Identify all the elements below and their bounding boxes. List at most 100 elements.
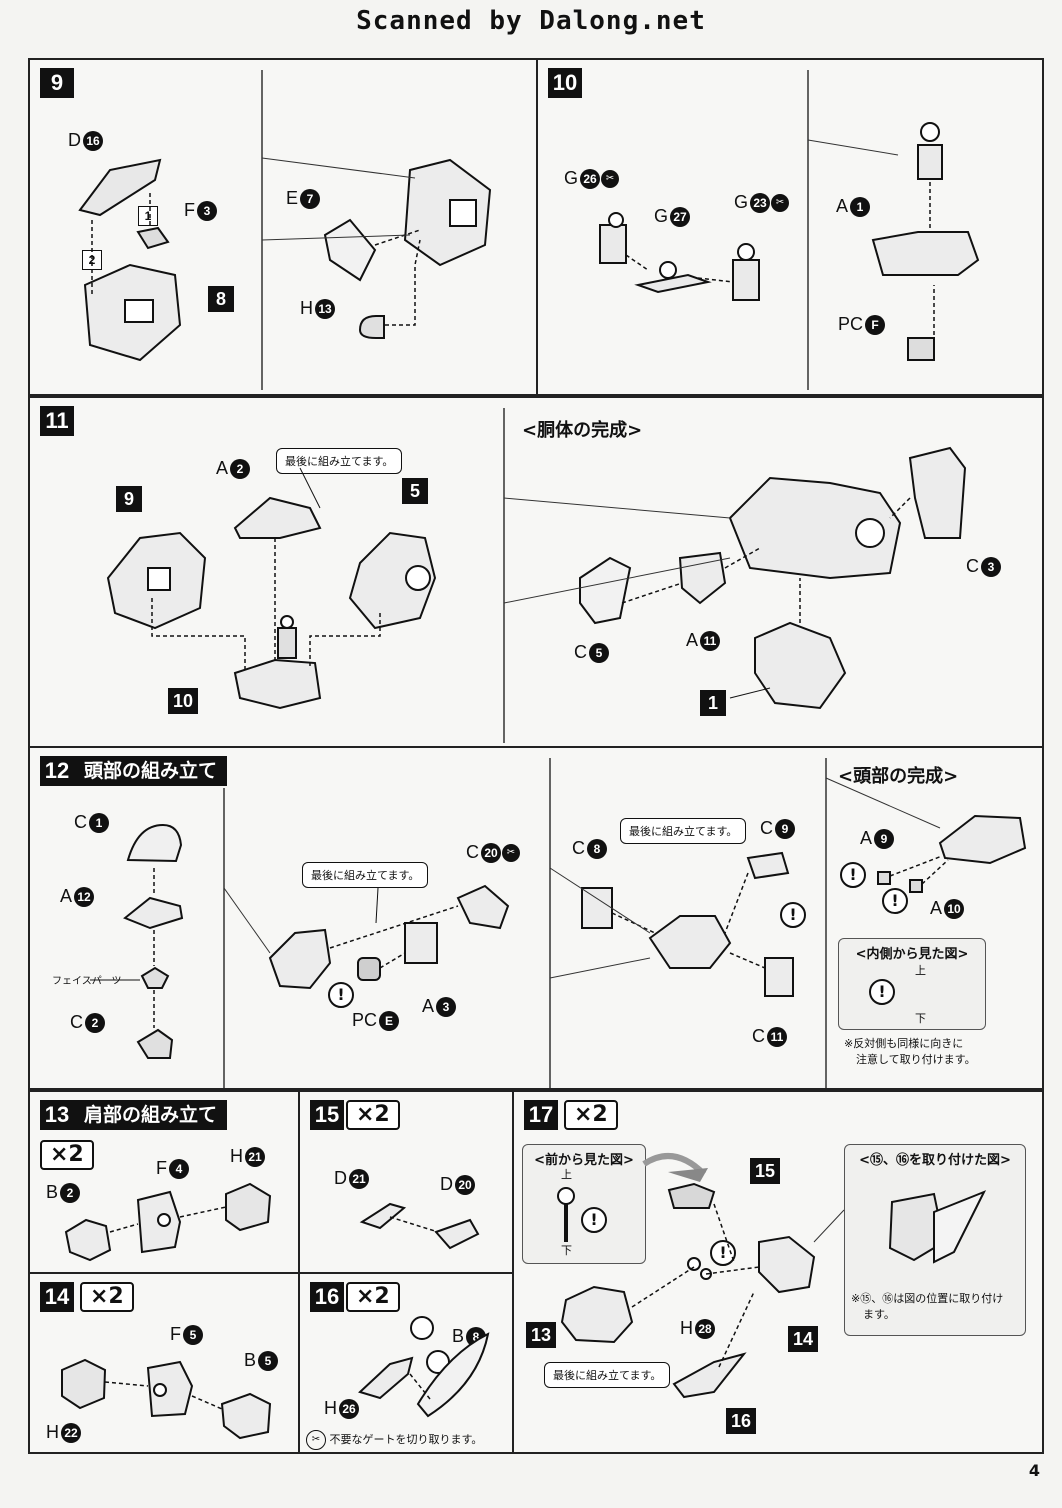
step-11-illustration: [106, 408, 967, 743]
part-number: 2: [230, 459, 251, 480]
runner-letter: A: [216, 458, 229, 478]
part-number: 3: [981, 557, 1001, 578]
assemble-last-callout: 最後に組み立てます。: [276, 448, 403, 474]
runner-letter: H: [300, 298, 313, 318]
part-number: 5: [589, 643, 609, 664]
head-assembly-title: 頭部の組み立て: [74, 756, 228, 786]
runner-letter: C: [74, 812, 87, 832]
sub-assembly-14-ref: 14: [788, 1326, 818, 1352]
part-number: 12: [74, 887, 95, 908]
quantity-x2: ×2: [564, 1100, 618, 1130]
caution-icon: !: [581, 1207, 607, 1233]
assemble-last-callout-1: 最後に組み立てます。: [302, 862, 429, 888]
runner-letter: B: [244, 1350, 257, 1370]
quantity-x2: ×2: [346, 1282, 400, 1312]
step-number: 9: [40, 68, 74, 98]
sub-step-1: 1: [138, 206, 158, 226]
runner-letter: G: [734, 192, 749, 212]
step-number: 13: [40, 1100, 74, 1130]
part-number: 26: [580, 169, 601, 190]
part-number: 27: [670, 207, 691, 228]
runner-letter: PC: [838, 314, 864, 334]
step-number: 11: [40, 406, 74, 436]
runner-letter: D: [440, 1174, 453, 1194]
part-number: 21: [245, 1147, 265, 1168]
runner-letter: C: [966, 556, 979, 576]
runner-letter: D: [334, 1168, 347, 1188]
part-number: 23: [750, 193, 771, 214]
step-number: 16: [310, 1282, 344, 1312]
runner-letter: H: [46, 1422, 59, 1442]
step-15-illustration: [359, 1202, 480, 1250]
part-number: 5: [258, 1351, 279, 1372]
gate-cut-text: 不要なゲートを切り取ります。: [329, 1433, 483, 1446]
runner-letter: C: [466, 842, 479, 862]
runner-letter: A: [860, 828, 873, 848]
part-number: F: [865, 315, 886, 336]
runner-letter: C: [70, 1012, 83, 1032]
sub-assembly-16-ref: 16: [726, 1408, 756, 1434]
runner-letter: B: [46, 1182, 59, 1202]
part-number: 21: [349, 1169, 369, 1190]
head-complete-title: <頭部の完成>: [838, 766, 959, 787]
step-number: 15: [310, 1100, 344, 1130]
caution-icon: !: [869, 979, 895, 1005]
quantity-x2: ×2: [80, 1282, 134, 1312]
part-number: 2: [60, 1183, 81, 1204]
mirror-side-note-2: 注意して取り付けます。: [856, 1053, 976, 1066]
runner-letter: C: [752, 1026, 765, 1046]
part-number: 20: [455, 1175, 475, 1196]
part-number: 7: [300, 189, 321, 210]
runner-letter: A: [60, 886, 73, 906]
sub-assembly-9-ref: 9: [116, 486, 142, 512]
runner-letter: C: [760, 818, 773, 838]
cut-gate-icon: ✂: [601, 170, 620, 189]
sub-assembly-15-ref: 15: [750, 1158, 780, 1184]
up-label: 上: [561, 1168, 572, 1181]
up-label: 上: [915, 964, 926, 977]
step-number: 14: [40, 1282, 74, 1312]
runner-letter: C: [572, 838, 585, 858]
face-parts-label: フェイスパーツ: [52, 976, 122, 987]
part-number: 1: [89, 813, 109, 834]
sub-assembly-8-ref: 8: [208, 286, 234, 312]
part-number: 16: [83, 131, 103, 152]
step-14-illustration: [61, 1358, 272, 1440]
caution-icon: !: [840, 862, 866, 888]
runner-letter: F: [184, 200, 195, 220]
part-number: 1: [850, 197, 871, 218]
step-number: 12: [40, 756, 74, 786]
step-17-illustration: [557, 1153, 987, 1399]
down-label: 下: [561, 1244, 572, 1257]
sub-assembly-5-ref: 5: [402, 478, 428, 504]
assemble-last-callout: 最後に組み立てます。: [544, 1362, 671, 1388]
runner-letter: E: [286, 188, 299, 208]
runner-letter: C: [574, 642, 587, 662]
caution-icon: !: [780, 902, 806, 928]
part-number: 11: [767, 1027, 787, 1048]
part-number: 20: [481, 843, 501, 864]
quantity-x2: ×2: [346, 1100, 400, 1130]
